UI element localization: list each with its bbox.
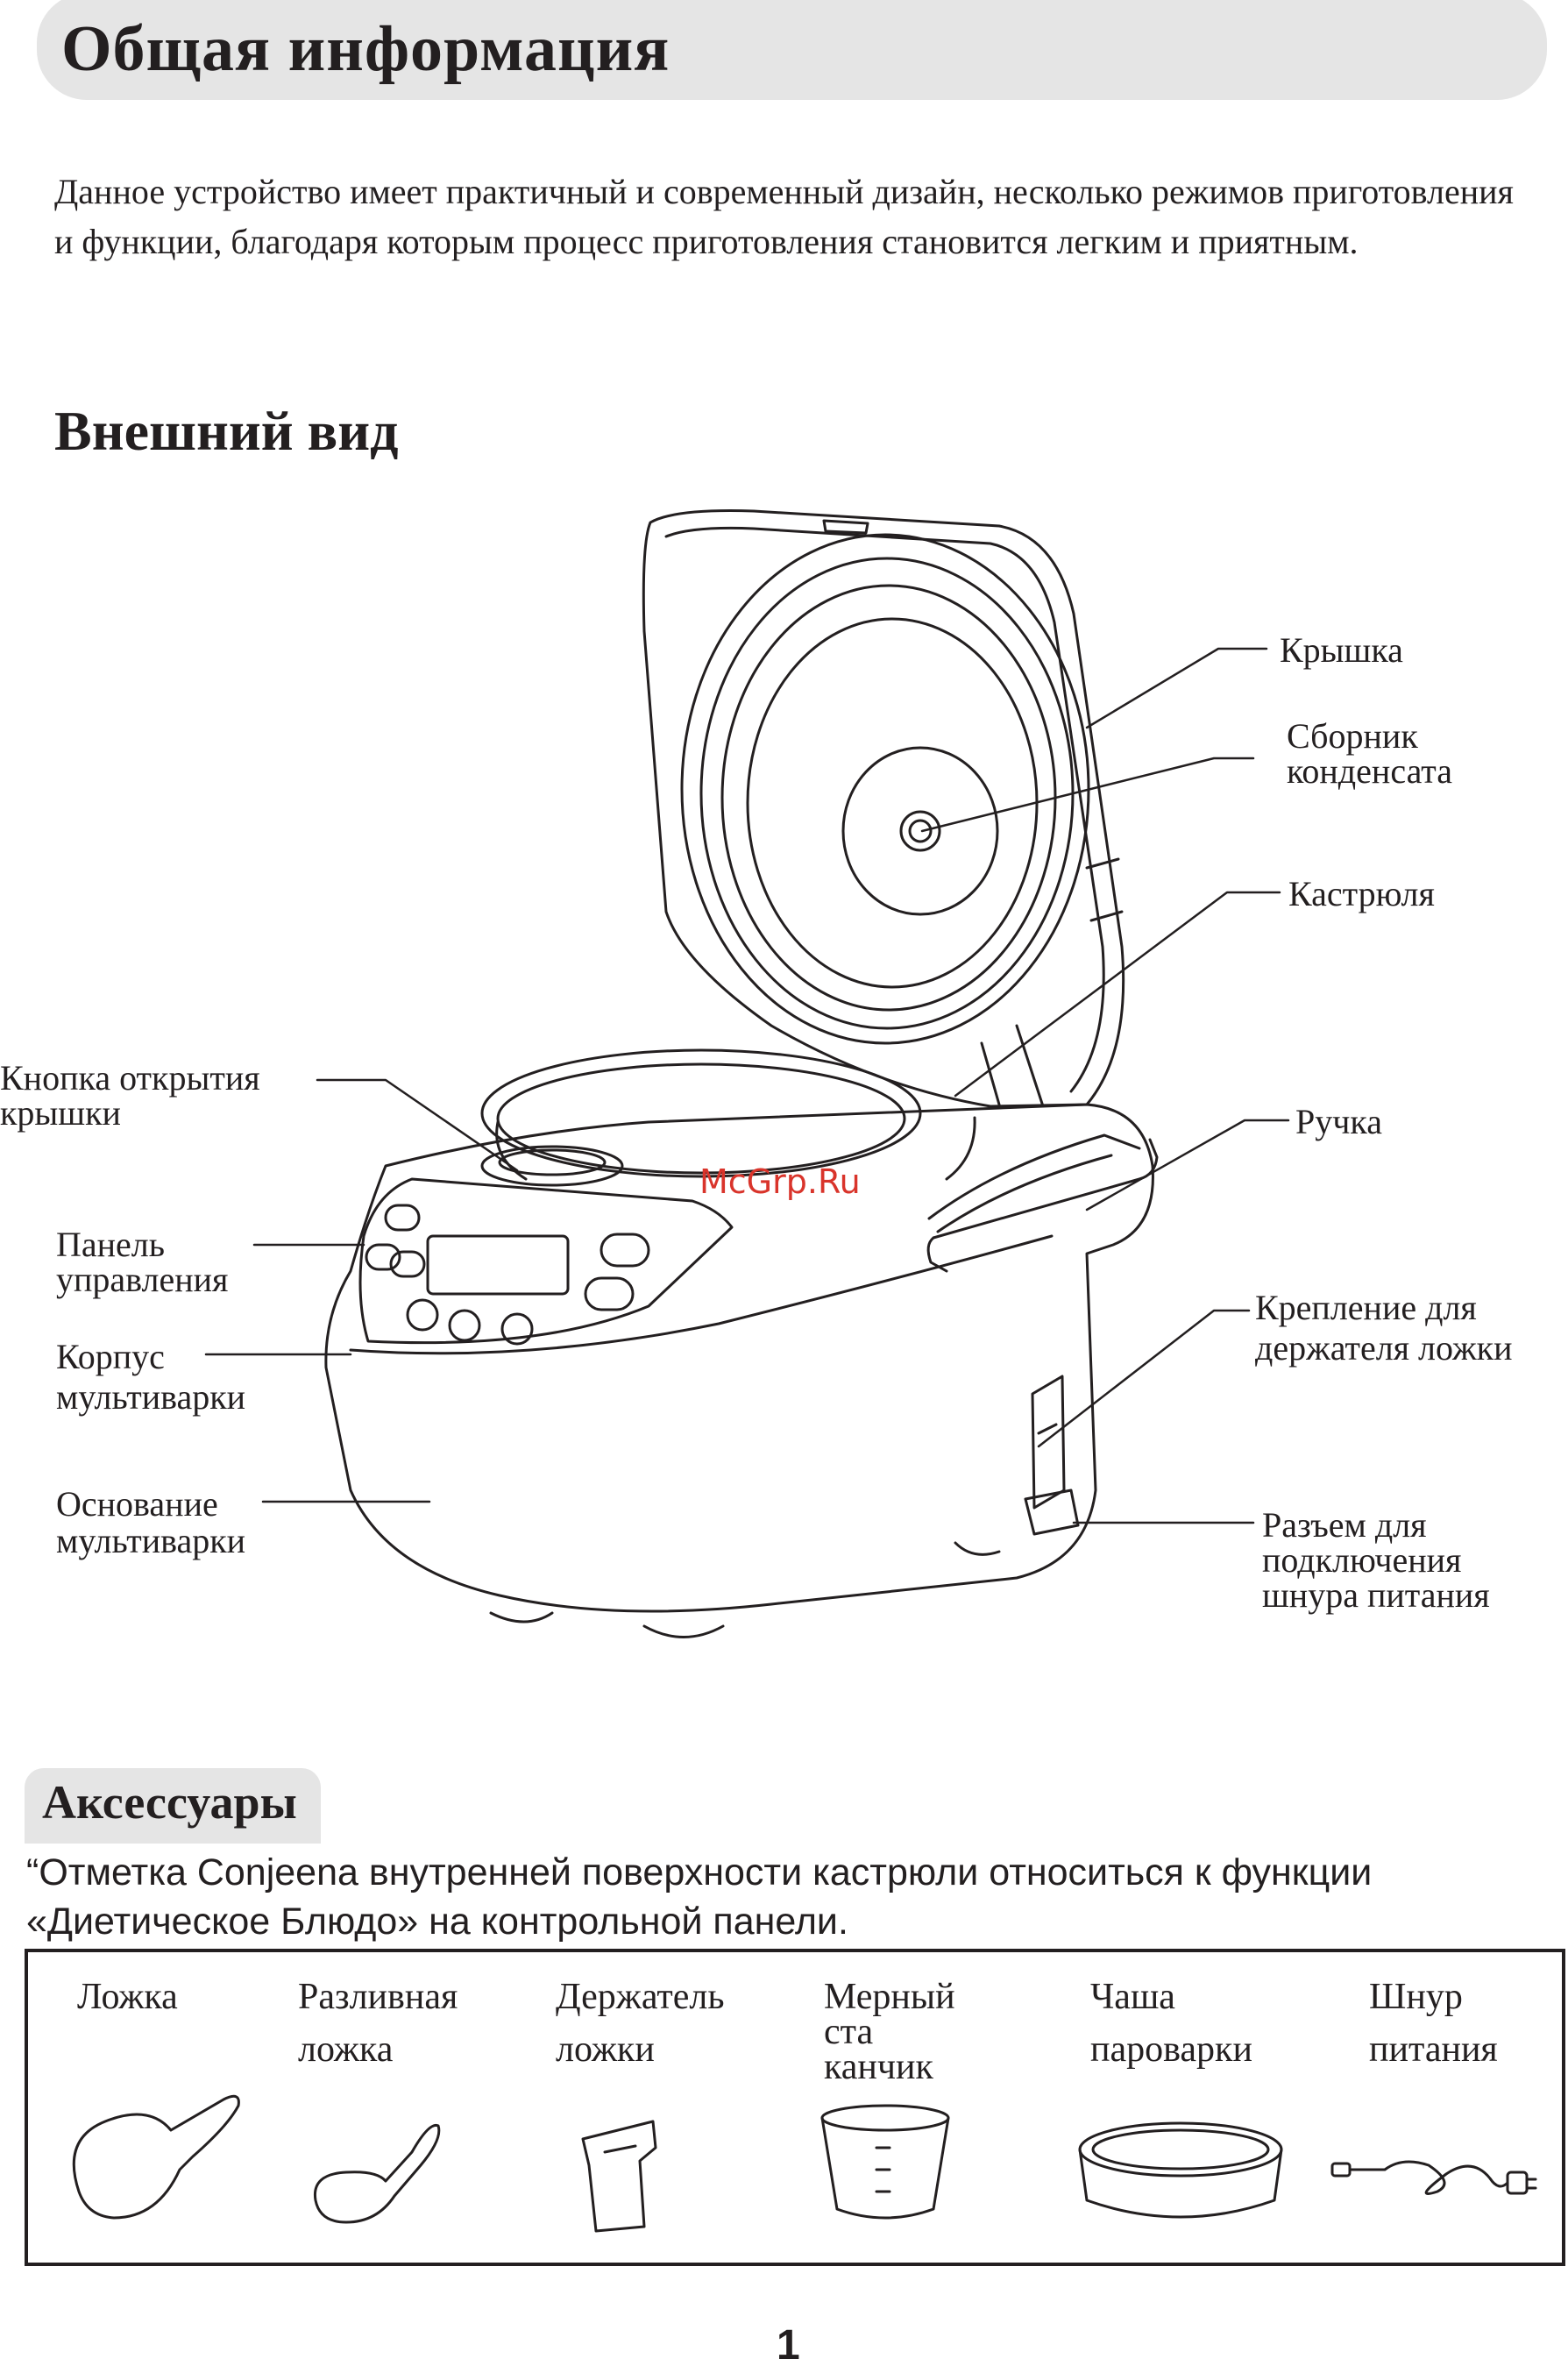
label-panel-line1: Панель	[56, 1225, 166, 1264]
accessory-label-spoon-holder: Держатель ложки	[556, 1977, 725, 2070]
label-panel-line2: управления	[56, 1260, 229, 1299]
spoon-holder-icon	[581, 2120, 657, 2233]
intro-paragraph: Данное устройство имеет практичный и сов…	[54, 172, 1514, 261]
label-pot: Кастрюля	[1288, 874, 1435, 913]
accessories-header-bar	[25, 1768, 321, 1844]
watermark: McGrp.Ru	[699, 1162, 861, 1201]
accessories-box	[25, 1949, 1565, 2266]
pot-drawing	[480, 1048, 976, 1181]
label-body-line1: Корпус	[56, 1337, 165, 1376]
label-lid: Крышка	[1280, 630, 1403, 670]
accessories-title: Аксессуары	[42, 1776, 297, 1829]
label-socket-line1: Разъем для	[1262, 1505, 1427, 1545]
label-lid-button-line2: крышки	[0, 1093, 121, 1133]
accessory-label-power-cord: Шнур питания	[1369, 1977, 1498, 2070]
page-title: Общая информация	[61, 13, 670, 85]
label-body-line2: мультиварки	[56, 1377, 246, 1417]
label-condensate-line1: Сборник	[1287, 716, 1418, 756]
label-spoon-mount-line2: держателя ложки	[1255, 1328, 1513, 1368]
steamer-bowl-icon	[1078, 2121, 1283, 2219]
label-socket-line2: подключения	[1262, 1540, 1462, 1580]
lid-drawing	[642, 509, 1125, 1108]
page-number: 1	[777, 2322, 800, 2366]
body-drawing	[324, 1103, 1159, 1638]
label-base-line1: Основание	[56, 1484, 218, 1524]
measuring-cup-icon	[820, 2104, 950, 2220]
multicooker-illustration	[204, 509, 1290, 1638]
accessory-label-spoon: Ложка	[77, 1977, 178, 2017]
label-base-line2: мультиварки	[56, 1521, 246, 1560]
accessory-label-measuring-cup: Мерный ста канчик	[824, 1977, 955, 2087]
leader-lines	[204, 647, 1290, 1524]
power-cord-icon	[1330, 2160, 1537, 2195]
accessory-label-ladle: Разливная ложка	[298, 1977, 458, 2070]
accessory-label-steamer-bowl: Чаша пароварки	[1090, 1977, 1252, 2070]
ladle-icon	[313, 2123, 441, 2224]
label-handle: Ручка	[1295, 1102, 1382, 1141]
header-bar	[37, 0, 1547, 100]
label-socket-line3: шнура питания	[1262, 1575, 1490, 1615]
label-lid-button-line1: Кнопка открытия	[0, 1058, 260, 1098]
label-condensate-line2: конденсата	[1287, 751, 1453, 791]
label-spoon-mount-line1: Крепление для	[1255, 1288, 1477, 1327]
spoon-icon	[72, 2094, 240, 2220]
appearance-title: Внешний вид	[54, 400, 399, 462]
accessories-note: “Отметка Conjeena внутренней поверхности…	[26, 1851, 1373, 1943]
